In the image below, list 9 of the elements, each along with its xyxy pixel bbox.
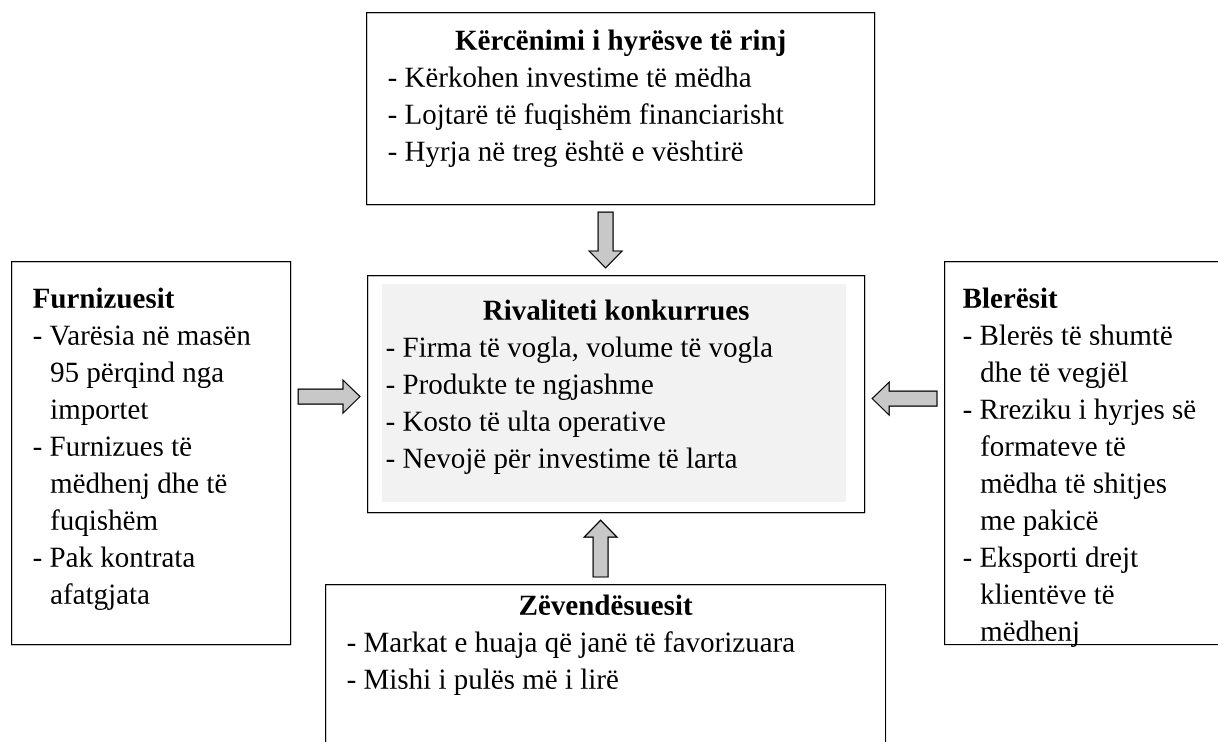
block-arrow [587, 211, 624, 269]
block-arrow [297, 378, 361, 415]
block-arrow [871, 380, 938, 417]
force-box: Furnizuesit - Varësia në masën 95 përqind nga importet - Furnizues të mëdhenj dhe të fuqishëm - Pak kontrata afatgjata [11, 261, 292, 646]
force-box: Rivaliteti konkurrues - Firma të vogla, volume të vogla - Produkte te ngjashme - Kosto të ulta operative - Nevojë për investime të larta [367, 275, 866, 514]
force-box: Zëvendësuesit - Markat e huaja që janë të favorizuara - Mishi i pulës më i lirë [325, 584, 887, 742]
force-box: Blerësit - Blerës të shumtë dhe të vegjël - Rreziku i hyrjes së formateve të mëdha të shitjes me pakicë - Eksporti drejt klientëve të mëdhenj [944, 261, 1218, 647]
block-arrow [582, 519, 619, 578]
force-box: Kërcënimi i hyrësve të rinj - Kërkohen investime të mëdha - Lojtarë të fuqishëm financiarisht - Hyrja në treg është e vështirë [366, 12, 876, 206]
